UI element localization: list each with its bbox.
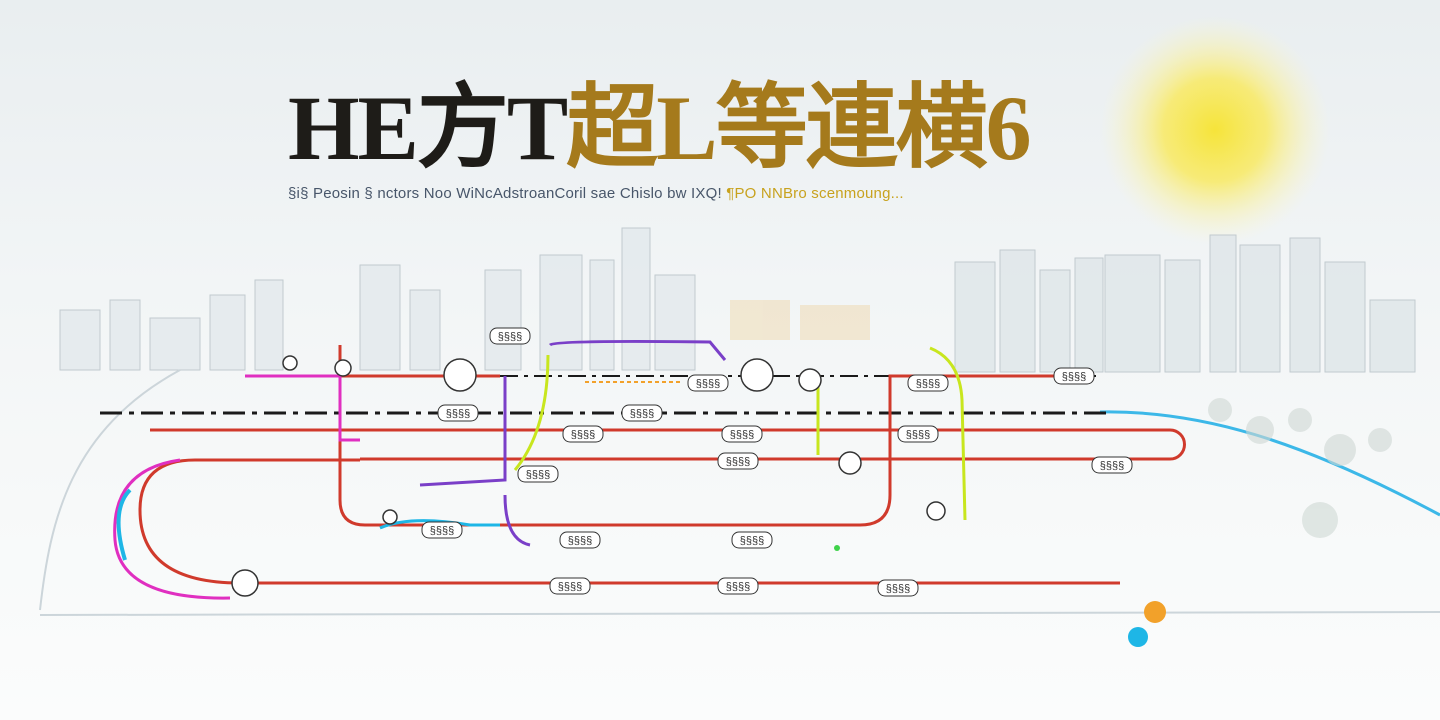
- station-label-text: §§§§: [886, 583, 910, 595]
- station-label-text: §§§§: [568, 535, 592, 547]
- accent-dot-orange: [1144, 601, 1166, 623]
- station-label-text: §§§§: [526, 469, 550, 481]
- title-gold-part: 超L等連横6: [566, 77, 1031, 179]
- accent-dot-cyan: [1128, 627, 1148, 647]
- station-label-box: [437, 404, 479, 422]
- station-label-box: [897, 425, 939, 443]
- station-label-box: [907, 374, 949, 392]
- station-label-box: [731, 531, 773, 549]
- station-dot[interactable]: [282, 355, 298, 371]
- station-dot[interactable]: [382, 509, 398, 525]
- station-label-pill[interactable]: §§§§: [517, 465, 559, 483]
- line-lime: [929, 346, 967, 521]
- subtitle-main: §i§ Peosin § nctors Noo WiNcAdstroanCori…: [288, 185, 727, 202]
- station-label-text: §§§§: [1100, 460, 1124, 472]
- subtitle-accent: ¶PO NNBro scenmoung...: [726, 185, 904, 202]
- station-label-box: [721, 425, 763, 443]
- station-label-text: §§§§: [630, 408, 654, 420]
- station-dot[interactable]: [231, 569, 259, 597]
- station-label-box: [717, 452, 759, 470]
- station-label-text: §§§§: [726, 456, 750, 468]
- station-label-box: [562, 425, 604, 443]
- station-label-pill[interactable]: §§§§: [907, 374, 949, 392]
- station-label-box: [559, 531, 601, 549]
- station-label-pill[interactable]: §§§§: [877, 579, 919, 597]
- sun-icon: [1100, 15, 1330, 245]
- station-label-text: §§§§: [726, 581, 750, 593]
- station-label-pill[interactable]: §§§§: [717, 452, 759, 470]
- station-markers: [231, 355, 946, 597]
- line-cyan: [379, 519, 500, 530]
- station-label-pill[interactable]: §§§§: [437, 404, 479, 422]
- station-label-text: §§§§: [446, 408, 470, 420]
- station-label-pill[interactable]: §§§§: [621, 404, 663, 422]
- station-label-text: §§§§: [696, 378, 720, 390]
- station-label-text: §§§§: [916, 378, 940, 390]
- line-red-inner: [338, 345, 1060, 527]
- station-dot[interactable]: [798, 368, 822, 392]
- station-dot[interactable]: [443, 358, 477, 392]
- station-label-pill[interactable]: §§§§: [717, 577, 759, 595]
- accent-dot-green: [834, 545, 840, 551]
- station-label-pill[interactable]: §§§§: [559, 531, 601, 549]
- station-label-text: §§§§: [430, 525, 454, 537]
- skyline-left: [59, 227, 696, 371]
- station-label-text: §§§§: [730, 429, 754, 441]
- station-label-box: [717, 577, 759, 595]
- station-label-text: §§§§: [571, 429, 595, 441]
- station-label-pill[interactable]: §§§§: [1053, 367, 1095, 385]
- station-label-pill[interactable]: §§§§: [1091, 456, 1133, 474]
- station-dot[interactable]: [926, 501, 946, 521]
- station-dot[interactable]: [838, 451, 862, 475]
- station-label-pill[interactable]: §§§§: [721, 425, 763, 443]
- station-label-box: [1053, 367, 1095, 385]
- station-label-pill[interactable]: §§§§: [731, 531, 773, 549]
- station-label-box: [517, 465, 559, 483]
- station-label-pill[interactable]: §§§§: [562, 425, 604, 443]
- station-dot[interactable]: [740, 358, 774, 392]
- station-label-pill[interactable]: §§§§: [549, 577, 591, 595]
- subtitle: §i§ Peosin § nctors Noo WiNcAdstroanCori…: [288, 184, 1078, 204]
- trees-right: [1208, 398, 1392, 538]
- station-label-pill[interactable]: §§§§: [421, 521, 463, 539]
- station-label-pill[interactable]: §§§§: [897, 425, 939, 443]
- station-label-text: §§§§: [498, 331, 522, 343]
- skyline-right: [954, 234, 1416, 373]
- station-label-box: [421, 521, 463, 539]
- station-label-text: §§§§: [906, 429, 930, 441]
- line-lime-west: [513, 354, 550, 471]
- title-dark-part: HE方T: [288, 77, 568, 179]
- line-cyan-west: [116, 488, 132, 561]
- station-label-pill[interactable]: §§§§: [489, 327, 531, 345]
- line-magenta: [113, 374, 360, 600]
- roads: [39, 369, 1440, 616]
- station-label-box: [1091, 456, 1133, 474]
- line-purple: [419, 339, 727, 547]
- station-label-box: [621, 404, 663, 422]
- station-label-text: §§§§: [1062, 371, 1086, 383]
- station-label-box: [549, 577, 591, 595]
- page-title: HE方T超L等連横6: [288, 77, 1032, 179]
- station-label-box: [687, 374, 729, 392]
- station-label-text: §§§§: [558, 581, 582, 593]
- station-label-box: [877, 579, 919, 597]
- buildings-center: [730, 300, 870, 340]
- station-label-box: [489, 327, 531, 345]
- line-red-loop: [150, 428, 1186, 461]
- station-dot[interactable]: [334, 359, 352, 377]
- station-label-text: §§§§: [740, 535, 764, 547]
- line-red-outer: [138, 458, 1120, 585]
- station-label-pill[interactable]: §§§§: [687, 374, 729, 392]
